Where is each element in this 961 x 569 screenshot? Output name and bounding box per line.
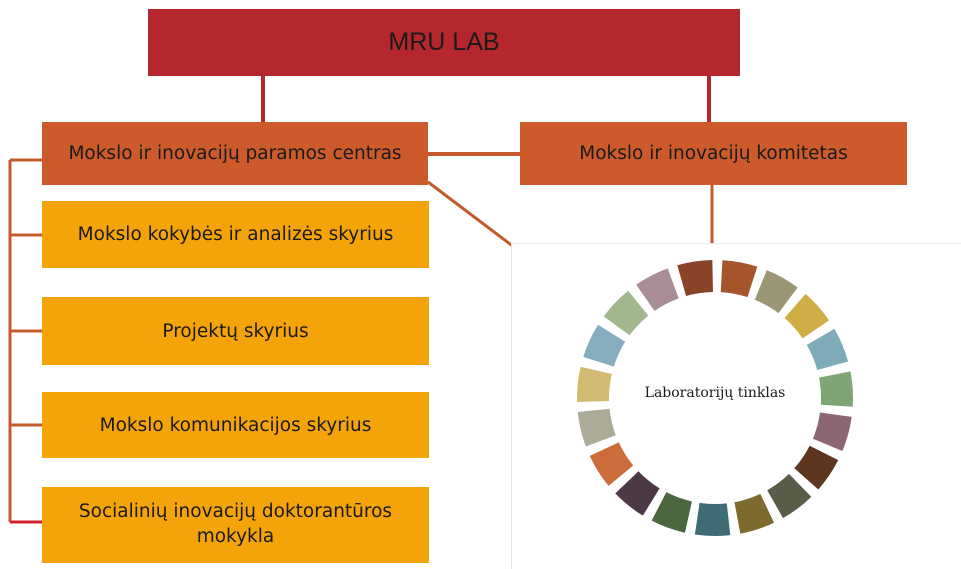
ring-segment <box>651 492 692 533</box>
ring-segment <box>615 471 660 516</box>
laboratory-network-label: Laboratorijų tinklas <box>644 385 786 401</box>
department-label: Projektų skyrius <box>162 320 309 342</box>
ring-segment <box>812 412 852 451</box>
ring-segment <box>720 260 758 298</box>
laboratory-network-panel <box>511 243 961 569</box>
committee-label: Mokslo ir inovacijų komitetas <box>579 143 848 164</box>
committee-node: Mokslo ir inovacijų komitetas <box>520 122 907 185</box>
ring-segment <box>794 445 839 490</box>
center-to-network-connector <box>427 180 515 249</box>
laboratory-network-ring <box>577 260 853 536</box>
ring-segment <box>603 290 649 336</box>
ring-segment <box>677 260 713 297</box>
root-label: MRU LAB <box>388 28 500 56</box>
department-node-communication: Mokslo komunikacijos skyrius <box>42 392 429 458</box>
department-label: Socialinių inovacijų doktorantūros mokyk… <box>78 501 393 547</box>
ring-segment <box>754 270 798 314</box>
department-node-quality: Mokslo kokybės ir analizės skyrius <box>42 201 429 268</box>
ring-segment <box>734 493 775 534</box>
root-node: MRU LAB <box>148 9 740 76</box>
support-center-node: Mokslo ir inovacijų paramos centras <box>42 122 428 185</box>
ring-segment <box>577 366 612 402</box>
ring-segment <box>806 328 849 371</box>
department-label: Mokslo komunikacijos skyrius <box>99 414 372 436</box>
department-node-projects: Projektų skyrius <box>42 297 429 365</box>
ring-segment <box>589 442 634 486</box>
ring-segment <box>577 408 616 447</box>
department-label: Mokslo kokybės ir analizės skyrius <box>77 224 394 245</box>
ring-segment <box>694 502 731 536</box>
ring-segment <box>784 293 830 339</box>
department-node-doctoral-school: Socialinių inovacijų doktorantūros mokyk… <box>42 487 429 563</box>
ring-segment <box>583 324 626 367</box>
support-center-label: Mokslo ir inovacijų paramos centras <box>68 143 402 164</box>
ring-segment <box>819 371 853 407</box>
ring-segment <box>636 268 679 311</box>
ring-segment <box>767 473 812 519</box>
